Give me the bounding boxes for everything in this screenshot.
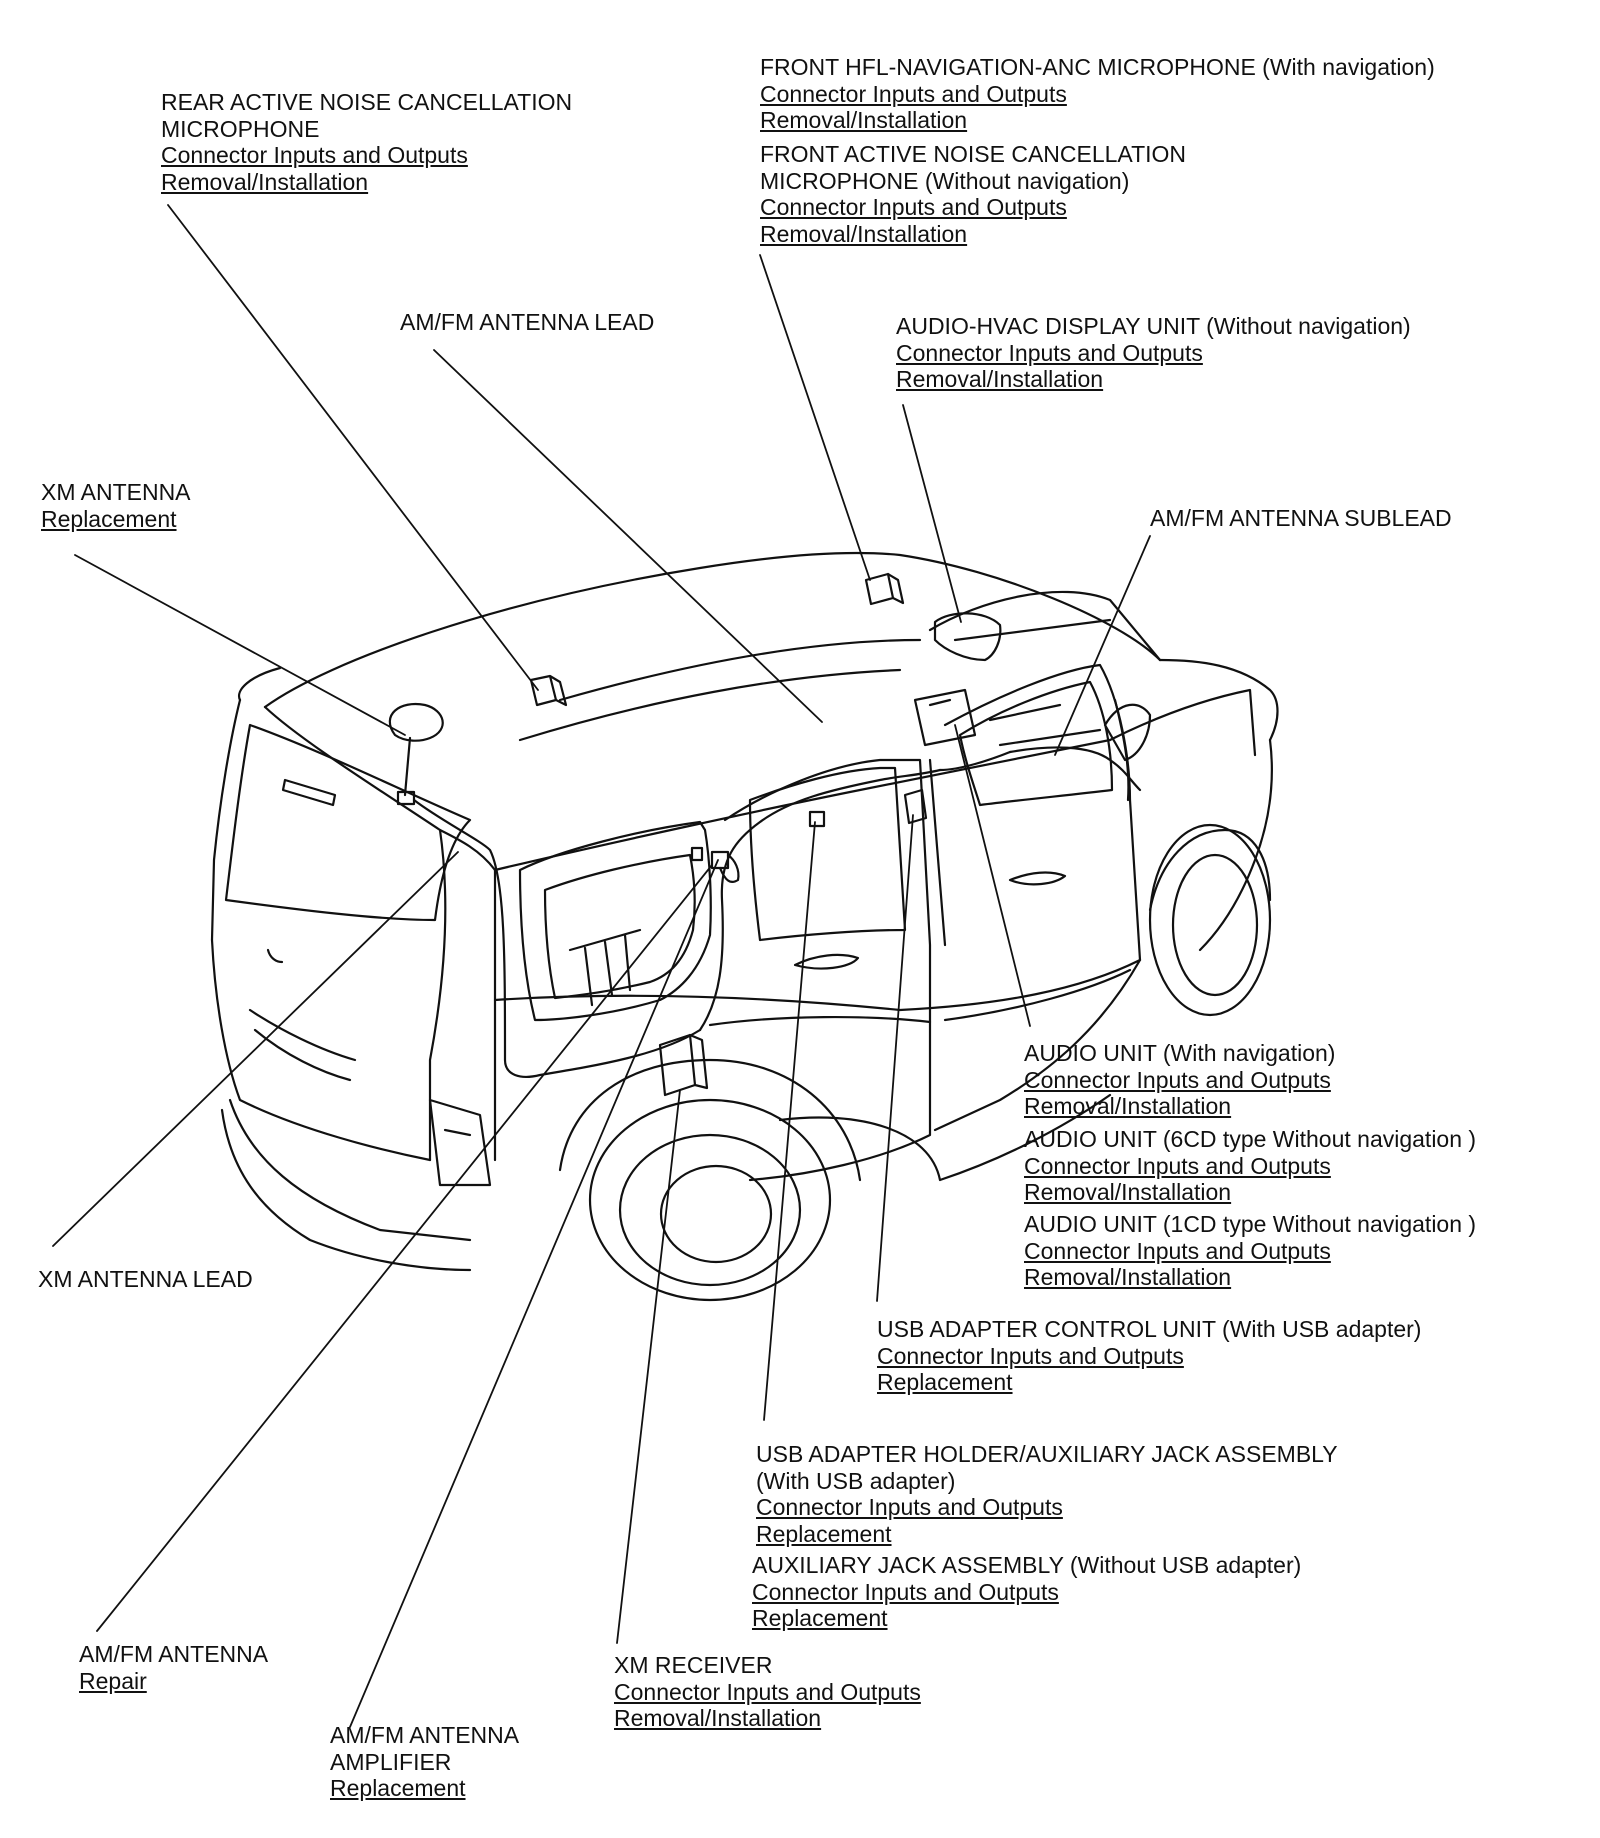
callout-audio-hvac-display: AUDIO-HVAC DISPLAY UNIT (Without navigat… [896, 313, 1411, 393]
callout-audio-unit-1cd: AUDIO UNIT (1CD type Without navigation … [1024, 1211, 1476, 1291]
leader-audio-unit [954, 724, 1031, 1027]
callout-title-line: AM/FM ANTENNA [330, 1722, 520, 1748]
leader-amfm-antenna-lead [433, 349, 823, 723]
rear-anc-mic-icon [529, 674, 568, 707]
components [388, 572, 1142, 1097]
callout-title-line: AUDIO UNIT (1CD type Without navigation … [1024, 1211, 1477, 1237]
callout-front-hfl-mic: FRONT HFL-NAVIGATION-ANC MICROPHONE (Wit… [760, 54, 1435, 134]
audio-hvac-display-icon [933, 612, 1002, 662]
leader-amfm-antenna [96, 864, 713, 1632]
vehicle-body [210, 551, 1279, 1302]
link-removal-installation[interactable]: Removal/Installation [760, 220, 968, 247]
link-connector-inputs-outputs[interactable]: Connector Inputs and Outputs [1024, 1152, 1331, 1179]
callout-title-line: AM/FM ANTENNA [79, 1641, 269, 1667]
callout-title-line: USB ADAPTER HOLDER/AUXILIARY JACK ASSEMB… [756, 1441, 1338, 1467]
link-replacement[interactable]: Replacement [756, 1520, 892, 1547]
link-connector-inputs-outputs[interactable]: Connector Inputs and Outputs [896, 339, 1203, 366]
callout-xm-antenna: XM ANTENNA Replacement [41, 479, 191, 532]
callout-title-line: XM RECEIVER [614, 1652, 773, 1678]
link-connector-inputs-outputs[interactable]: Connector Inputs and Outputs [614, 1678, 921, 1705]
callout-title-line: FRONT ACTIVE NOISE CANCELLATION [760, 141, 1187, 167]
callout-usb-control-unit: USB ADAPTER CONTROL UNIT (With USB adapt… [877, 1316, 1421, 1396]
callout-amfm-amplifier: AM/FM ANTENNA AMPLIFIER Replacement [330, 1722, 519, 1802]
callout-front-anc-mic: FRONT ACTIVE NOISE CANCELLATION MICROPHO… [760, 141, 1186, 247]
leader-amfm-amplifier [349, 859, 719, 1728]
leader-xm-receiver [616, 1089, 681, 1644]
link-connector-inputs-outputs[interactable]: Connector Inputs and Outputs [752, 1578, 1059, 1605]
callout-amfm-sublead: AM/FM ANTENNA SUBLEAD [1150, 505, 1452, 532]
link-replacement[interactable]: Replacement [330, 1775, 466, 1801]
link-removal-installation[interactable]: Removal/Installation [1024, 1093, 1232, 1119]
callout-title-line: AM/FM ANTENNA LEAD [400, 309, 655, 335]
leader-usb-holder-aux [763, 821, 816, 1421]
callout-amfm-antenna-lead: AM/FM ANTENNA LEAD [400, 309, 654, 336]
link-replacement[interactable]: Replacement [877, 1369, 1013, 1395]
xm-antenna-base-icon [396, 790, 416, 806]
leader-amfm-sublead [1054, 535, 1151, 756]
amfm-antenna-connector-icon [690, 846, 704, 862]
leader-usb-control-unit [876, 814, 914, 1302]
link-connector-inputs-outputs[interactable]: Connector Inputs and Outputs [1024, 1066, 1331, 1093]
callout-rear-anc-mic: REAR ACTIVE NOISE CANCELLATION MICROPHON… [161, 89, 572, 195]
link-removal-installation[interactable]: Removal/Installation [1024, 1264, 1232, 1290]
leader-audio-hvac-display [902, 404, 962, 623]
callout-xm-antenna-lead: XM ANTENNA LEAD [38, 1266, 253, 1293]
callout-usb-holder-aux: USB ADAPTER HOLDER/AUXILIARY JACK ASSEMB… [756, 1441, 1338, 1547]
link-repair[interactable]: Repair [79, 1667, 147, 1694]
leader-xm-antenna-lead [52, 851, 459, 1247]
link-removal-installation[interactable]: Removal/Installation [1024, 1179, 1232, 1205]
callout-title-line: USB ADAPTER CONTROL UNIT (With USB adapt… [877, 1316, 1422, 1342]
callout-title-line: XM ANTENNA [41, 479, 191, 505]
callout-title-line: REAR ACTIVE NOISE CANCELLATION [161, 89, 573, 115]
callout-title-line: (With USB adapter) [756, 1467, 956, 1494]
callout-aux-jack: AUXILIARY JACK ASSEMBLY (Without USB ada… [752, 1552, 1301, 1632]
callout-title-line: FRONT HFL-NAVIGATION-ANC MICROPHONE (Wit… [760, 54, 1435, 80]
link-replacement[interactable]: Replacement [752, 1605, 888, 1631]
leader-lines [52, 204, 1151, 1728]
link-connector-inputs-outputs[interactable]: Connector Inputs and Outputs [877, 1342, 1184, 1369]
callout-title-line: XM ANTENNA LEAD [38, 1266, 253, 1292]
usb-holder-aux-icon [808, 810, 826, 828]
callout-amfm-antenna: AM/FM ANTENNA Repair [79, 1641, 268, 1694]
callout-title-line: AUDIO-HVAC DISPLAY UNIT (Without navigat… [896, 313, 1411, 339]
front-hfl-mic-icon [864, 572, 905, 606]
link-connector-inputs-outputs[interactable]: Connector Inputs and Outputs [760, 194, 1067, 220]
leader-rear-anc-mic [167, 204, 539, 691]
link-connector-inputs-outputs[interactable]: Connector Inputs and Outputs [161, 142, 468, 168]
callout-title-line: AUDIO UNIT (With navigation) [1024, 1040, 1336, 1066]
leader-xm-antenna [74, 554, 406, 736]
leader-front-hfl-mic [759, 254, 871, 581]
callout-title-line: AUXILIARY JACK ASSEMBLY (Without USB ada… [752, 1552, 1302, 1578]
xm-receiver-icon [658, 1033, 709, 1097]
callout-title-line: MICROPHONE [161, 115, 320, 142]
link-replacement[interactable]: Replacement [41, 505, 177, 532]
audio-unit-icon [913, 688, 977, 747]
link-removal-installation[interactable]: Removal/Installation [760, 107, 968, 133]
link-connector-inputs-outputs[interactable]: Connector Inputs and Outputs [760, 80, 1067, 107]
xm-antenna-icon [388, 702, 444, 742]
callout-xm-receiver: XM RECEIVER Connector Inputs and Outputs… [614, 1652, 921, 1732]
callout-title-line: AM/FM ANTENNA SUBLEAD [1150, 505, 1452, 531]
callout-title-line: AMPLIFIER [330, 1748, 452, 1775]
callout-title-line: AUDIO UNIT (6CD type Without navigation … [1024, 1126, 1477, 1152]
callout-audio-unit-6cd: AUDIO UNIT (6CD type Without navigation … [1024, 1126, 1476, 1206]
link-connector-inputs-outputs[interactable]: Connector Inputs and Outputs [1024, 1237, 1331, 1264]
link-removal-installation[interactable]: Removal/Installation [161, 168, 369, 195]
callout-audio-unit-nav: AUDIO UNIT (With navigation) Connector I… [1024, 1040, 1335, 1120]
link-connector-inputs-outputs[interactable]: Connector Inputs and Outputs [756, 1494, 1063, 1520]
link-removal-installation[interactable]: Removal/Installation [614, 1705, 822, 1731]
callout-title-line: MICROPHONE (Without navigation) [760, 167, 1130, 194]
link-removal-installation[interactable]: Removal/Installation [896, 366, 1104, 392]
usb-control-unit-icon [903, 788, 928, 825]
